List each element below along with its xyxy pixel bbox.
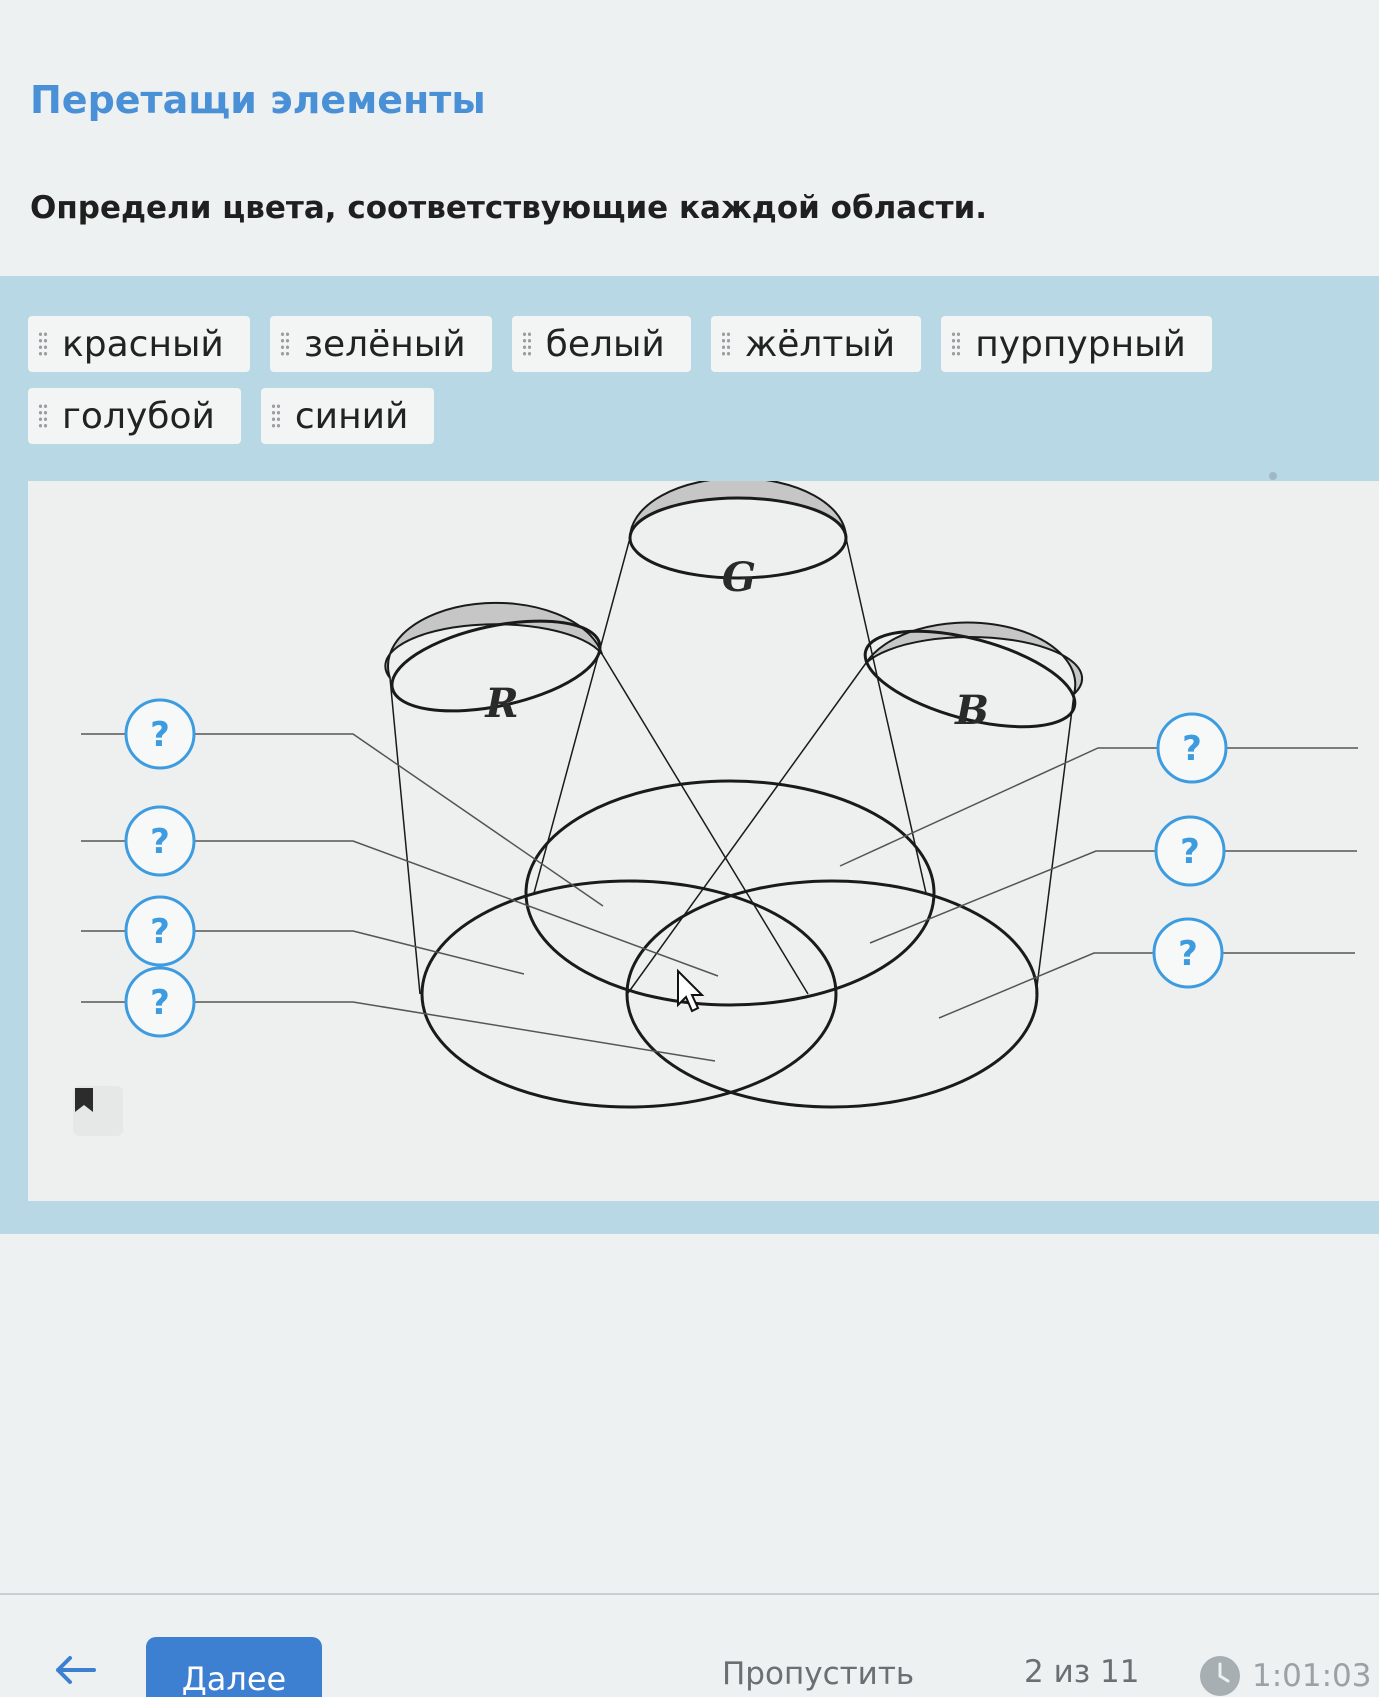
drop-zone-7[interactable]: ? [1152, 917, 1224, 989]
lamp-b-top [865, 621, 1084, 698]
chip-label: пурпурный [975, 323, 1186, 365]
drag-and-drop-area: красный зелёный белый жёлтый пурпурный г… [0, 276, 1379, 1234]
grip-icon [951, 331, 962, 357]
drop-zone-symbol: ? [150, 715, 170, 755]
drop-zone-symbol: ? [150, 983, 170, 1023]
chip-label: жёлтый [744, 323, 896, 365]
drop-zone-symbol: ? [1180, 832, 1200, 872]
skip-link[interactable]: Пропустить [722, 1656, 915, 1692]
dot-marker [1269, 472, 1277, 480]
drop-zone-2[interactable]: ? [124, 805, 196, 877]
lamp-label-b: B [954, 687, 989, 734]
light-beams [389, 537, 1075, 995]
lamp-b [863, 629, 1077, 729]
footer-divider [0, 1593, 1379, 1595]
projection-g [524, 779, 936, 1007]
chip-label: синий [294, 395, 409, 437]
chip-blue[interactable]: синий [260, 388, 435, 444]
back-button[interactable] [50, 1650, 100, 1690]
rgb-diagram-panel: G R B ? ? ? [28, 481, 1379, 1201]
chip-label: красный [62, 323, 224, 365]
bookmark-icon [75, 1088, 93, 1112]
chip-label: белый [545, 323, 665, 365]
grip-icon [38, 331, 48, 357]
grip-icon [279, 331, 290, 357]
drop-zone-symbol: ? [1178, 934, 1198, 974]
arrow-left-icon [56, 1656, 96, 1684]
drop-zone-6[interactable]: ? [1154, 815, 1226, 887]
drop-zone-4[interactable]: ? [124, 966, 196, 1038]
grip-icon [521, 331, 532, 357]
lamp-label-r: R [484, 680, 518, 727]
chip-magenta[interactable]: пурпурный [941, 316, 1212, 372]
grip-icon [720, 331, 731, 357]
next-button[interactable]: Далее [146, 1637, 322, 1697]
task-instruction: Определи цвета, соответствующие каждой о… [30, 190, 988, 226]
timer-value: 1:01:03 [1252, 1658, 1372, 1694]
chip-label: зелёный [303, 323, 466, 365]
lamp-label-g: G [722, 554, 756, 601]
drop-zone-1[interactable]: ? [124, 698, 196, 770]
chip-label: голубой [62, 395, 215, 437]
drop-zone-symbol: ? [1182, 729, 1202, 769]
grip-icon [38, 403, 48, 429]
chip-green[interactable]: зелёный [269, 316, 492, 372]
projection-b [625, 879, 1039, 1109]
lamp-r-top [384, 601, 603, 679]
answer-chip-bank: красный зелёный белый жёлтый пурпурный г… [28, 316, 1348, 444]
clock-icon [1200, 1656, 1240, 1696]
drop-zone-symbol: ? [150, 912, 170, 952]
rgb-diagram: G R B ? ? ? [81, 481, 1358, 1109]
drop-zone-3[interactable]: ? [124, 895, 196, 967]
task-type-title: Перетащи элементы [30, 78, 486, 122]
drop-zone-5[interactable]: ? [1156, 712, 1228, 784]
mouse-cursor-icon [677, 968, 705, 1013]
grip-icon [270, 403, 281, 429]
bookmark-button[interactable] [73, 1086, 123, 1136]
chip-cyan[interactable]: голубой [28, 388, 241, 444]
leader-lines [81, 733, 1358, 1062]
question-progress: 2 из 11 [1024, 1654, 1140, 1690]
chip-white[interactable]: белый [511, 316, 691, 372]
projection-r [420, 879, 838, 1109]
chip-red[interactable]: красный [28, 316, 250, 372]
drop-zone-symbol: ? [150, 822, 170, 862]
chip-yellow[interactable]: жёлтый [710, 316, 922, 372]
timer: 1:01:03 [1198, 1654, 1372, 1697]
lamp-r [390, 619, 602, 713]
